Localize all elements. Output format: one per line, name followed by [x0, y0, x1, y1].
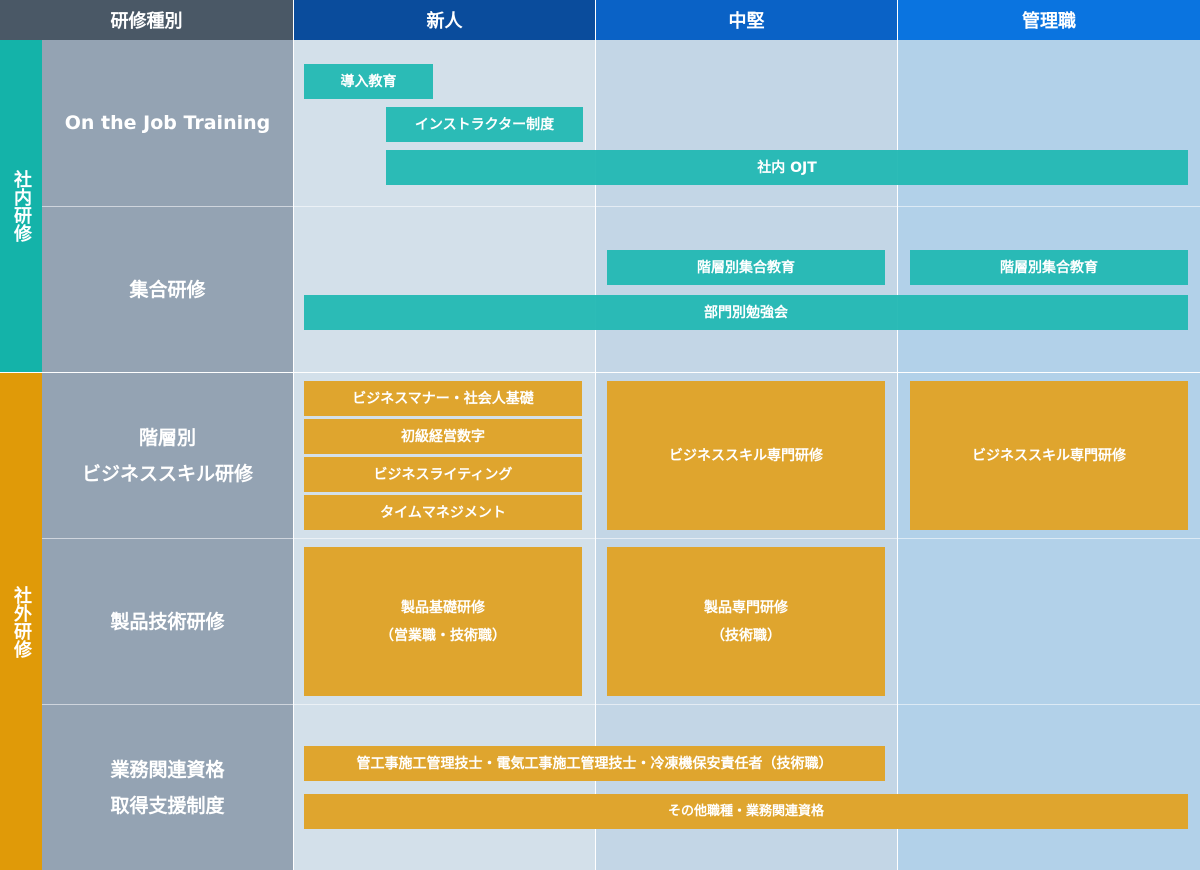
row-label-qual-line2: 取得支援制度	[110, 794, 225, 817]
row-label-product-text: 製品技術研修	[110, 610, 225, 633]
program-time-management: タイムマネジメント	[304, 495, 582, 530]
program-department-study: 部門別勉強会	[304, 295, 1188, 330]
header-level-manager: 管理職	[898, 0, 1200, 40]
category-internal: 社内研修	[0, 40, 42, 372]
row-label-group-training: 集合研修	[42, 207, 293, 372]
program-product-advanced: 製品専門研修 （技術職）	[607, 547, 885, 696]
program-product-basic: 製品基礎研修 （営業職・技術職）	[304, 547, 582, 696]
program-tiered-group-mid: 階層別集合教育	[607, 250, 885, 285]
category-external: 社外研修	[0, 373, 42, 870]
row-label-tiered-line2: ビジネススキル研修	[81, 462, 253, 485]
row-label-qual-line1: 業務関連資格	[110, 758, 225, 781]
program-product-advanced-line2: （技術職）	[711, 627, 781, 644]
program-product-advanced-line1: 製品専門研修	[704, 599, 788, 616]
program-product-basic-line2: （営業職・技術職）	[380, 627, 506, 644]
row-label-qualifications: 業務関連資格 取得支援制度	[42, 705, 293, 870]
row-divider	[42, 206, 1200, 207]
header-level-mid: 中堅	[596, 0, 897, 40]
program-management-numbers: 初級経営数字	[304, 419, 582, 454]
program-business-manners: ビジネスマナー・社会人基礎	[304, 381, 582, 416]
row-label-ojt-text: On the Job Training	[64, 112, 271, 134]
program-product-basic-line1: 製品基礎研修	[401, 599, 485, 616]
header-level-new: 新人	[294, 0, 595, 40]
program-instructor-system: インストラクター制度	[386, 107, 583, 142]
program-skill-advanced-manager: ビジネススキル専門研修	[910, 381, 1188, 530]
row-label-tiered-skills: 階層別 ビジネススキル研修	[42, 373, 293, 538]
program-other-qualifications: その他職種・業務関連資格	[304, 794, 1188, 829]
row-divider	[42, 538, 1200, 539]
program-tiered-group-manager: 階層別集合教育	[910, 250, 1188, 285]
program-skill-advanced-mid: ビジネススキル専門研修	[607, 381, 885, 530]
row-divider	[0, 372, 1200, 373]
row-label-product-tech: 製品技術研修	[42, 539, 293, 704]
row-divider	[42, 704, 1200, 705]
program-intro-education: 導入教育	[304, 64, 433, 99]
row-label-group-text: 集合研修	[129, 278, 206, 301]
program-technical-licenses: 管工事施工管理技士・電気工事施工管理技士・冷凍機保安責任者（技術職）	[304, 746, 885, 781]
program-internal-ojt: 社内 OJT	[386, 150, 1188, 185]
row-label-tiered-line1: 階層別	[138, 426, 196, 449]
program-business-writing: ビジネスライティング	[304, 457, 582, 492]
header-type-cell: 研修種別	[0, 0, 293, 40]
row-label-ojt: On the Job Training	[42, 40, 293, 206]
row-label-column	[42, 40, 293, 870]
